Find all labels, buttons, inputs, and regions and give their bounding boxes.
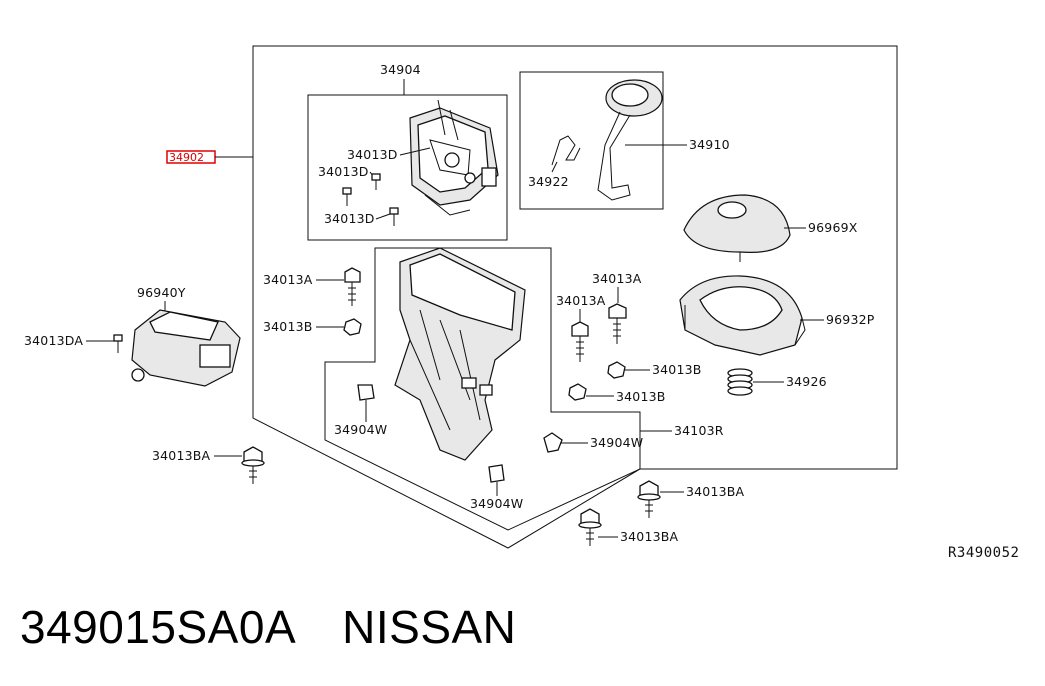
reference-code: R3490052 — [948, 545, 1019, 560]
label-34013a-right2: 34013A — [556, 293, 606, 308]
label-34922: 34922 — [528, 174, 569, 189]
label-34013da: 34013DA — [24, 333, 83, 348]
label-34013b-left: 34013B — [263, 319, 313, 334]
caption: 349015SA0A NISSAN — [20, 600, 516, 660]
bolt-icon — [344, 267, 361, 306]
shifter-base-bracket-icon — [394, 247, 526, 461]
subbox-34910 — [519, 71, 664, 210]
spring-icon — [727, 368, 753, 396]
flange-bolt-icon — [241, 446, 265, 484]
clip-icon — [357, 384, 375, 401]
bolt-icon — [571, 321, 589, 362]
label-34013ba-1: 34013BA — [152, 448, 211, 463]
clip-icon — [551, 135, 581, 166]
label-34013a-left: 34013A — [263, 272, 313, 287]
part-number: 349015SA0A — [20, 601, 297, 653]
label-96940y: 96940Y — [137, 285, 186, 300]
label-96969x: 96969X — [808, 220, 858, 235]
label-34910: 34910 — [689, 137, 730, 152]
clip-icon — [488, 464, 505, 483]
label-34013a-right1: 34013A — [592, 271, 642, 286]
nut-icon — [607, 361, 626, 379]
subbox-34904 — [307, 94, 508, 241]
bolt-icon — [342, 173, 399, 226]
flange-bolt-icon — [578, 508, 602, 546]
shifter-mechanism-icon — [409, 99, 499, 216]
bolt-icon — [608, 303, 627, 344]
label-34013d-b: 34013D — [318, 164, 369, 179]
label-34103r: 34103R — [674, 423, 724, 438]
label-34926: 34926 — [786, 374, 827, 389]
brand-name: NISSAN — [342, 601, 517, 653]
clip-icon — [543, 432, 563, 453]
shift-knob-icon — [597, 79, 663, 201]
leader-34013d-a — [399, 147, 431, 156]
label-34902: 34902 — [169, 151, 204, 164]
leader-34922 — [551, 161, 558, 173]
label-34904w-3: 34904W — [470, 496, 523, 511]
label-34013ba-3: 34013BA — [620, 529, 679, 544]
label-34904w-2: 34904W — [590, 435, 643, 450]
label-34013ba-2: 34013BA — [686, 484, 745, 499]
label-96932p: 96932P — [826, 312, 875, 327]
parts-diagram: 34902 34904 34013D 34013D 34013D 34910 3… — [24, 45, 1019, 560]
indicator-bezel-icon — [679, 275, 806, 356]
screw-icon — [113, 334, 123, 353]
flange-bolt-icon — [637, 480, 661, 518]
finisher-cover-icon — [683, 194, 791, 262]
control-module-icon — [131, 309, 241, 387]
label-34013d-c: 34013D — [324, 211, 375, 226]
label-34904: 34904 — [380, 62, 421, 77]
label-34013b-right1: 34013B — [652, 362, 702, 377]
label-34904w-1: 34904W — [334, 422, 387, 437]
leader-34013d-c — [375, 213, 391, 220]
subbox-34103r — [324, 247, 641, 531]
label-34013b-right2: 34013B — [616, 389, 666, 404]
label-34013d-a: 34013D — [347, 147, 398, 162]
nut-icon — [568, 383, 587, 401]
nut-icon — [343, 318, 362, 336]
